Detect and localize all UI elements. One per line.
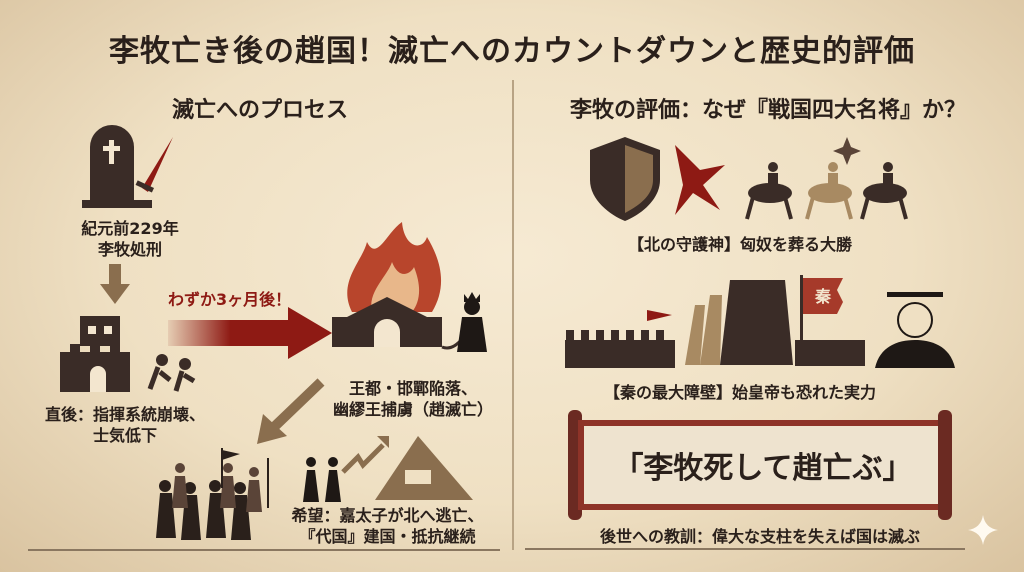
shield-cavalry-icon — [590, 137, 908, 221]
left-bottom-rule — [28, 549, 500, 551]
sparkle-icon — [968, 515, 998, 545]
escape-mountain-icon — [303, 436, 473, 502]
scroll-rod-right — [938, 410, 952, 520]
qin-flag-text: 秦 — [814, 287, 832, 306]
crumbling-castle-icon — [60, 316, 196, 392]
center-divider — [512, 80, 514, 550]
right-bottom-rule — [525, 548, 965, 550]
arrow-label: わずか3ヶ月後！ — [168, 290, 292, 309]
lesson-label: 後世への教訓：偉大な支柱を失えば国は滅ぶ — [599, 527, 920, 546]
soldiers-group-icon — [156, 448, 269, 540]
right-arrow-icon — [168, 307, 332, 359]
quote-scroll: 「李牧死して趙亡ぶ」 — [578, 420, 948, 510]
eval1-label: 【北の守護神】匈奴を葬る大勝 — [627, 235, 852, 254]
page-title: 李牧亡き後の趙国！滅亡へのカウントダウンと歴史的評価 — [109, 34, 915, 69]
quote-text: 「李牧死して趙亡ぶ」 — [613, 451, 913, 486]
step4-label: 希望：嘉太子が北へ逃亡、『代国』建国・抵抗継続 — [291, 506, 484, 546]
eval2-label: 【秦の最大障壁】始皇帝も恐れた実力 — [603, 383, 876, 402]
right-heading: 李牧の評価：なぜ『戦国四大名将』か？ — [569, 98, 966, 123]
step1-label: 紀元前229年李牧処刑 — [81, 219, 179, 259]
wall-qin-emperor-icon: 秦 — [565, 275, 955, 368]
left-heading: 滅亡へのプロセス — [171, 98, 348, 123]
down-arrow-icon — [100, 264, 130, 304]
burning-capital-icon — [332, 222, 487, 352]
tombstone-sword-icon — [82, 125, 173, 208]
step3-label: 王都・邯鄲陥落、幽繆王捕虜（趙滅亡） — [332, 379, 493, 419]
diagonal-arrow-icon — [257, 378, 325, 444]
step2-label: 直後：指揮系統崩壊、士気低下 — [44, 405, 205, 445]
